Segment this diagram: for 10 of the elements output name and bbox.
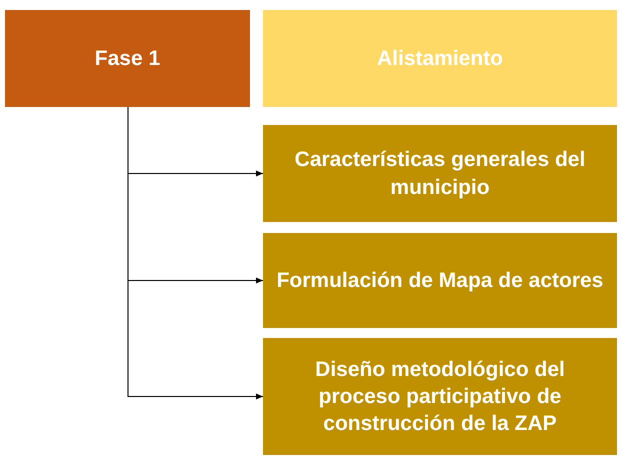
process-box: [263, 338, 617, 455]
box-text: Formulación de Mapa de actores: [276, 268, 604, 294]
box-text: Fase 1: [94, 46, 160, 72]
process-box: [263, 125, 617, 222]
box-text: Diseño metodológico del proceso participativo de construcción de la ZAP: [314, 356, 566, 438]
process-box: [263, 10, 617, 107]
box-text: Características generales del municipio: [294, 147, 586, 200]
box-text: Alistamiento: [376, 46, 504, 72]
process-box: [263, 233, 617, 328]
process-box: [5, 10, 250, 107]
